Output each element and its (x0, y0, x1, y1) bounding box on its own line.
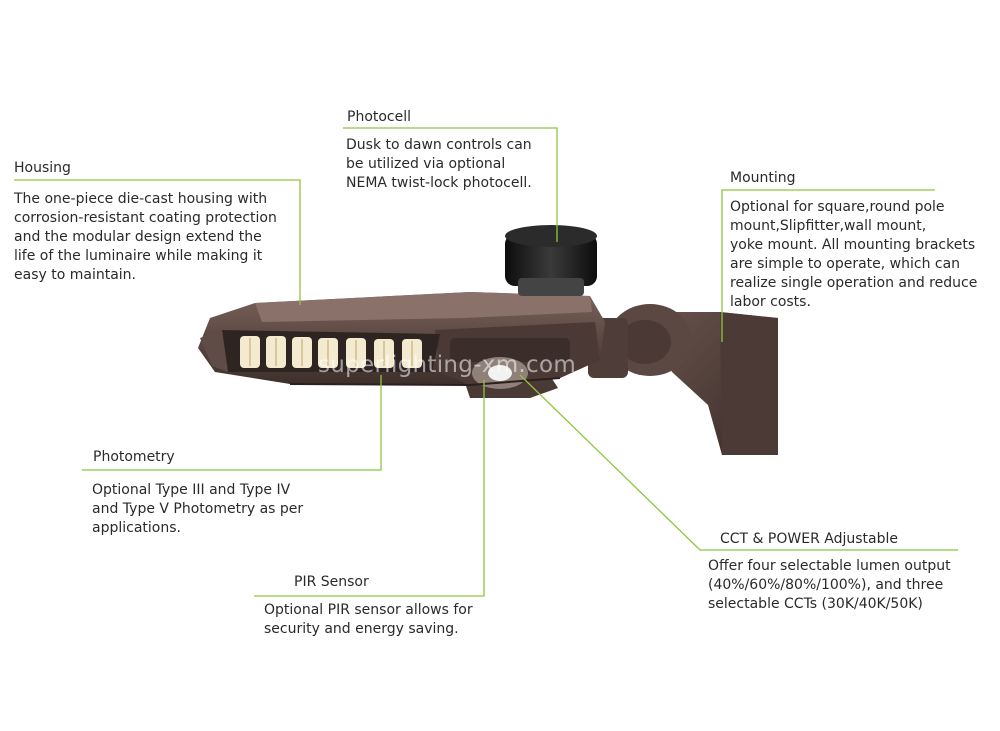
callout-body-photometry: Optional Type III and Type IV and Type V… (92, 482, 304, 536)
photocell-unit (505, 225, 597, 296)
callout-body-housing: The one-piece die-cast housing with corr… (14, 191, 277, 283)
callout-title-pir: PIR Sensor (294, 574, 369, 590)
leader-photocell (343, 127, 558, 242)
callout-title-mounting: Mounting (730, 170, 796, 186)
mounting-bracket (588, 304, 778, 455)
leader-pir (254, 380, 485, 597)
leader-cct (519, 374, 958, 551)
callout-body-mounting: Optional for square,round pole mount,Sli… (730, 199, 978, 310)
callout-title-housing: Housing (14, 160, 71, 176)
callout-body-pir: Optional PIR sensor allows for security … (264, 602, 473, 637)
leader-photometry (82, 375, 382, 471)
callout-title-cct: CCT & POWER Adjustable (720, 531, 898, 547)
leader-housing (14, 179, 301, 305)
callout-title-photometry: Photometry (93, 449, 175, 465)
led-module (200, 330, 440, 372)
callout-body-cct: Offer four selectable lumen output (40%/… (708, 558, 951, 612)
callout-body-photocell: Dusk to dawn controls can be utilized vi… (346, 137, 532, 191)
callout-title-photocell: Photocell (347, 109, 412, 125)
watermark: superlighting-xm.com (318, 352, 577, 378)
leader-mounting (721, 189, 935, 342)
